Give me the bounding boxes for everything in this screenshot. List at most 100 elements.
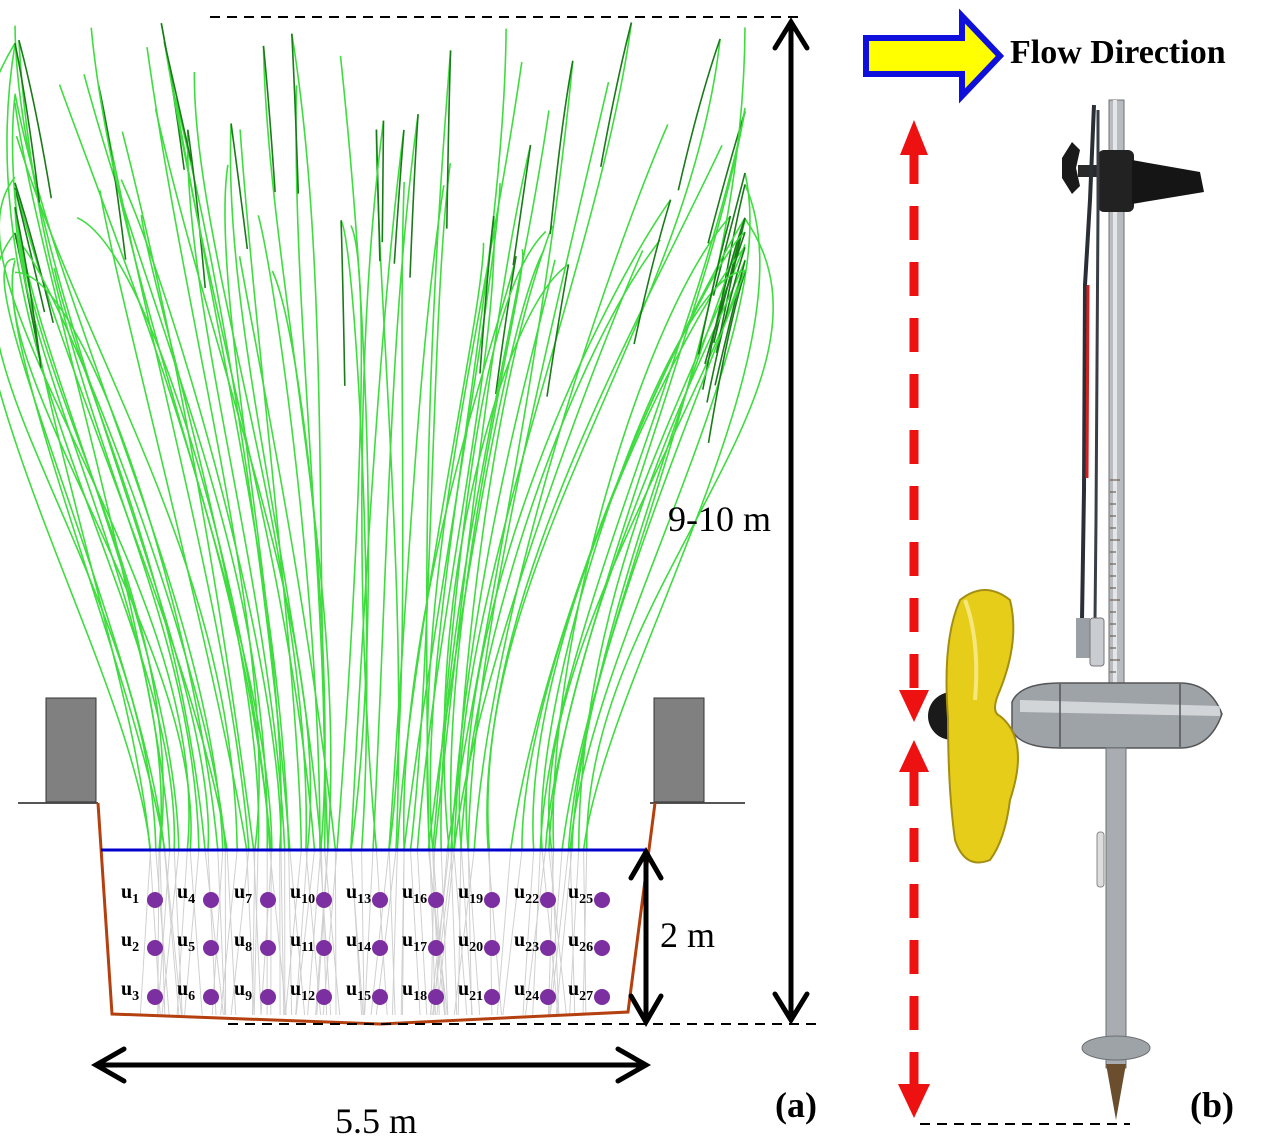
right-wall bbox=[653, 697, 705, 803]
reed-stem bbox=[3, 258, 166, 851]
probe-points bbox=[147, 892, 610, 1005]
reed-stem bbox=[163, 41, 316, 851]
submerged-stem bbox=[453, 849, 468, 1016]
probe-label: u9 bbox=[234, 979, 252, 1004]
reed-stem bbox=[453, 250, 644, 851]
probe-variable: u bbox=[458, 881, 470, 903]
submerged-stem bbox=[433, 849, 448, 1016]
probe-label: u11 bbox=[290, 930, 314, 955]
submerged-stem bbox=[440, 849, 449, 1016]
reed-stem bbox=[585, 218, 774, 851]
probe-label: u14 bbox=[346, 930, 371, 955]
reed-tip bbox=[697, 215, 732, 355]
panel-a-label: (a) bbox=[775, 1085, 817, 1125]
reed-tip bbox=[512, 144, 532, 266]
probe-dot bbox=[316, 989, 332, 1005]
probe-label: u13 bbox=[346, 882, 371, 907]
probe-dot bbox=[316, 892, 332, 908]
submerged-stem bbox=[467, 849, 481, 1016]
submerged-stem bbox=[157, 849, 160, 1016]
probe-dot bbox=[594, 892, 610, 908]
reed-stem bbox=[14, 271, 219, 851]
submerged-stem bbox=[189, 849, 203, 1016]
reed-stem bbox=[571, 218, 746, 851]
probe-variable: u bbox=[346, 929, 358, 951]
probe-variable: u bbox=[346, 881, 358, 903]
panel-b-label: (b) bbox=[1190, 1085, 1234, 1125]
probe-dot bbox=[260, 940, 276, 956]
probe-variable: u bbox=[402, 929, 414, 951]
probe-label: u23 bbox=[514, 930, 539, 955]
current-meter bbox=[928, 99, 1223, 1120]
submerged-stem bbox=[522, 849, 535, 1016]
submerged-stem bbox=[467, 849, 473, 1016]
probe-dot bbox=[203, 892, 219, 908]
probe-label: u21 bbox=[458, 979, 483, 1004]
submerged-stem bbox=[139, 849, 151, 1016]
submerged-stem bbox=[450, 849, 458, 1016]
reed-stem bbox=[561, 269, 746, 851]
probe-label: u22 bbox=[514, 882, 539, 907]
reed-tip bbox=[163, 41, 193, 162]
submerged-stem bbox=[207, 849, 217, 1016]
probe-variable: u bbox=[121, 929, 133, 951]
probe-index: 6 bbox=[188, 989, 196, 1004]
reed-tip bbox=[702, 217, 746, 390]
submerged-stem bbox=[549, 849, 569, 1016]
submerged-stem bbox=[548, 849, 567, 1016]
reed-tip bbox=[187, 129, 206, 288]
probe-index: 13 bbox=[357, 892, 372, 907]
probe-variable: u bbox=[346, 978, 358, 1000]
submerged-stem bbox=[461, 849, 473, 1016]
probe-label: u15 bbox=[346, 979, 371, 1004]
reed-stem bbox=[14, 93, 224, 851]
probe-variable: u bbox=[290, 929, 302, 951]
reed-stem bbox=[544, 107, 746, 851]
probe-dot bbox=[372, 892, 388, 908]
probe-variable: u bbox=[458, 929, 470, 951]
probe-label: u1 bbox=[121, 882, 139, 907]
probe-label: u25 bbox=[568, 882, 593, 907]
left-wall bbox=[45, 697, 97, 803]
reed-stem bbox=[154, 108, 312, 851]
probe-dot bbox=[484, 892, 500, 908]
probe-label: u2 bbox=[121, 930, 139, 955]
submerged-stem bbox=[184, 849, 200, 1016]
probe-label: u19 bbox=[458, 882, 483, 907]
probe-label: u27 bbox=[568, 979, 593, 1004]
probe-dot bbox=[260, 892, 276, 908]
reed-stem bbox=[336, 225, 363, 851]
probe-dot bbox=[484, 989, 500, 1005]
probe-label: u20 bbox=[458, 930, 483, 955]
submerged-stem bbox=[316, 849, 329, 1016]
probe-dot bbox=[203, 940, 219, 956]
probe-index: 18 bbox=[413, 989, 428, 1004]
reed-tip bbox=[446, 50, 452, 229]
submerged-stem bbox=[548, 849, 563, 1016]
reed-stem bbox=[540, 270, 746, 851]
reed-stem bbox=[433, 144, 532, 851]
probe-variable: u bbox=[121, 881, 133, 903]
probe-dot bbox=[484, 940, 500, 956]
submerged-stem bbox=[416, 849, 428, 1016]
probe-label: u5 bbox=[177, 930, 195, 955]
reed-tip bbox=[14, 43, 41, 203]
submerged-stem bbox=[364, 849, 374, 1016]
probe-variable: u bbox=[458, 978, 470, 1000]
submerged-stem bbox=[375, 849, 397, 1016]
submerged-stem bbox=[547, 849, 555, 1016]
probe-dot bbox=[428, 940, 444, 956]
reed-stem bbox=[14, 207, 163, 851]
probe-index: 10 bbox=[301, 892, 316, 907]
submerged-stem bbox=[295, 849, 315, 1016]
probe-dot bbox=[260, 989, 276, 1005]
probe-variable: u bbox=[290, 978, 302, 1000]
reed-stem bbox=[257, 215, 321, 851]
submerged-stem bbox=[525, 849, 546, 1016]
submerged-stem bbox=[429, 849, 450, 1016]
probe-index: 12 bbox=[301, 989, 316, 1004]
reed-tip bbox=[340, 220, 346, 386]
reed-stem bbox=[458, 22, 633, 851]
submerged-stem bbox=[288, 849, 293, 1016]
submerged-stem bbox=[432, 849, 446, 1016]
